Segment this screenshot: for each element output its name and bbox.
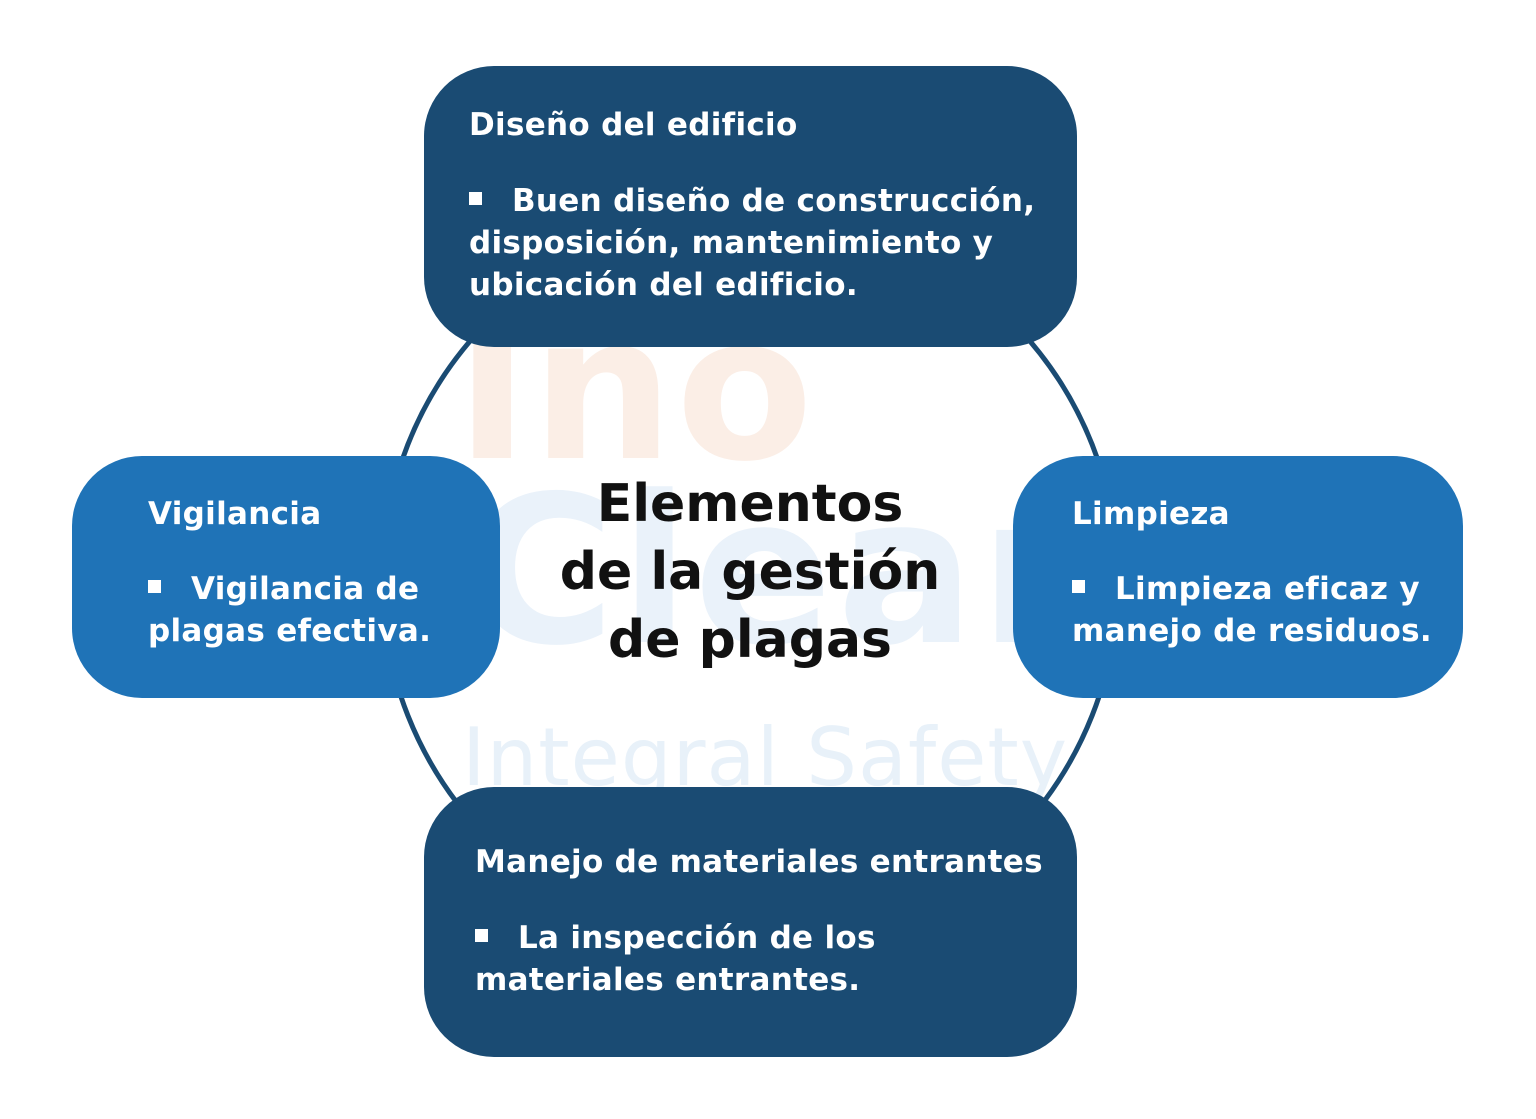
- node-surveillance: Vigilancia Vigilancia de plagas efectiva…: [72, 456, 500, 698]
- node-bullet-item: La inspección de los materiales entrante…: [475, 917, 1015, 1001]
- node-bullet-text: Vigilancia de plagas efectiva.: [148, 571, 432, 649]
- node-incoming-materials: Manejo de materiales entrantes La inspec…: [424, 787, 1077, 1057]
- node-title: Limpieza: [1072, 496, 1230, 532]
- watermark-integral-safety-text: Integral Safety: [462, 711, 1069, 804]
- node-building-design: Diseño del edificio Buen diseño de const…: [424, 66, 1077, 347]
- node-title: Vigilancia: [148, 496, 322, 532]
- node-title: Diseño del edificio: [469, 107, 798, 143]
- square-bullet-icon: [469, 192, 482, 205]
- node-bullet-text: Limpieza eficaz y manejo de residuos.: [1072, 571, 1432, 649]
- node-title: Manejo de materiales entrantes: [475, 844, 1043, 880]
- square-bullet-icon: [1072, 580, 1085, 593]
- center-title: Elementos de la gestión de plagas: [559, 474, 941, 670]
- square-bullet-icon: [475, 929, 488, 942]
- node-bullet-item: Buen diseño de construcción, disposición…: [469, 180, 1059, 306]
- node-bullet-text: La inspección de los materiales entrante…: [475, 920, 876, 998]
- node-cleaning: Limpieza Limpieza eficaz y manejo de res…: [1013, 456, 1463, 698]
- square-bullet-icon: [148, 580, 161, 593]
- node-bullet-item: Limpieza eficaz y manejo de residuos.: [1072, 568, 1452, 652]
- node-bullet-text: Buen diseño de construcción, disposición…: [469, 183, 1036, 303]
- node-bullet-item: Vigilancia de plagas efectiva.: [148, 568, 468, 652]
